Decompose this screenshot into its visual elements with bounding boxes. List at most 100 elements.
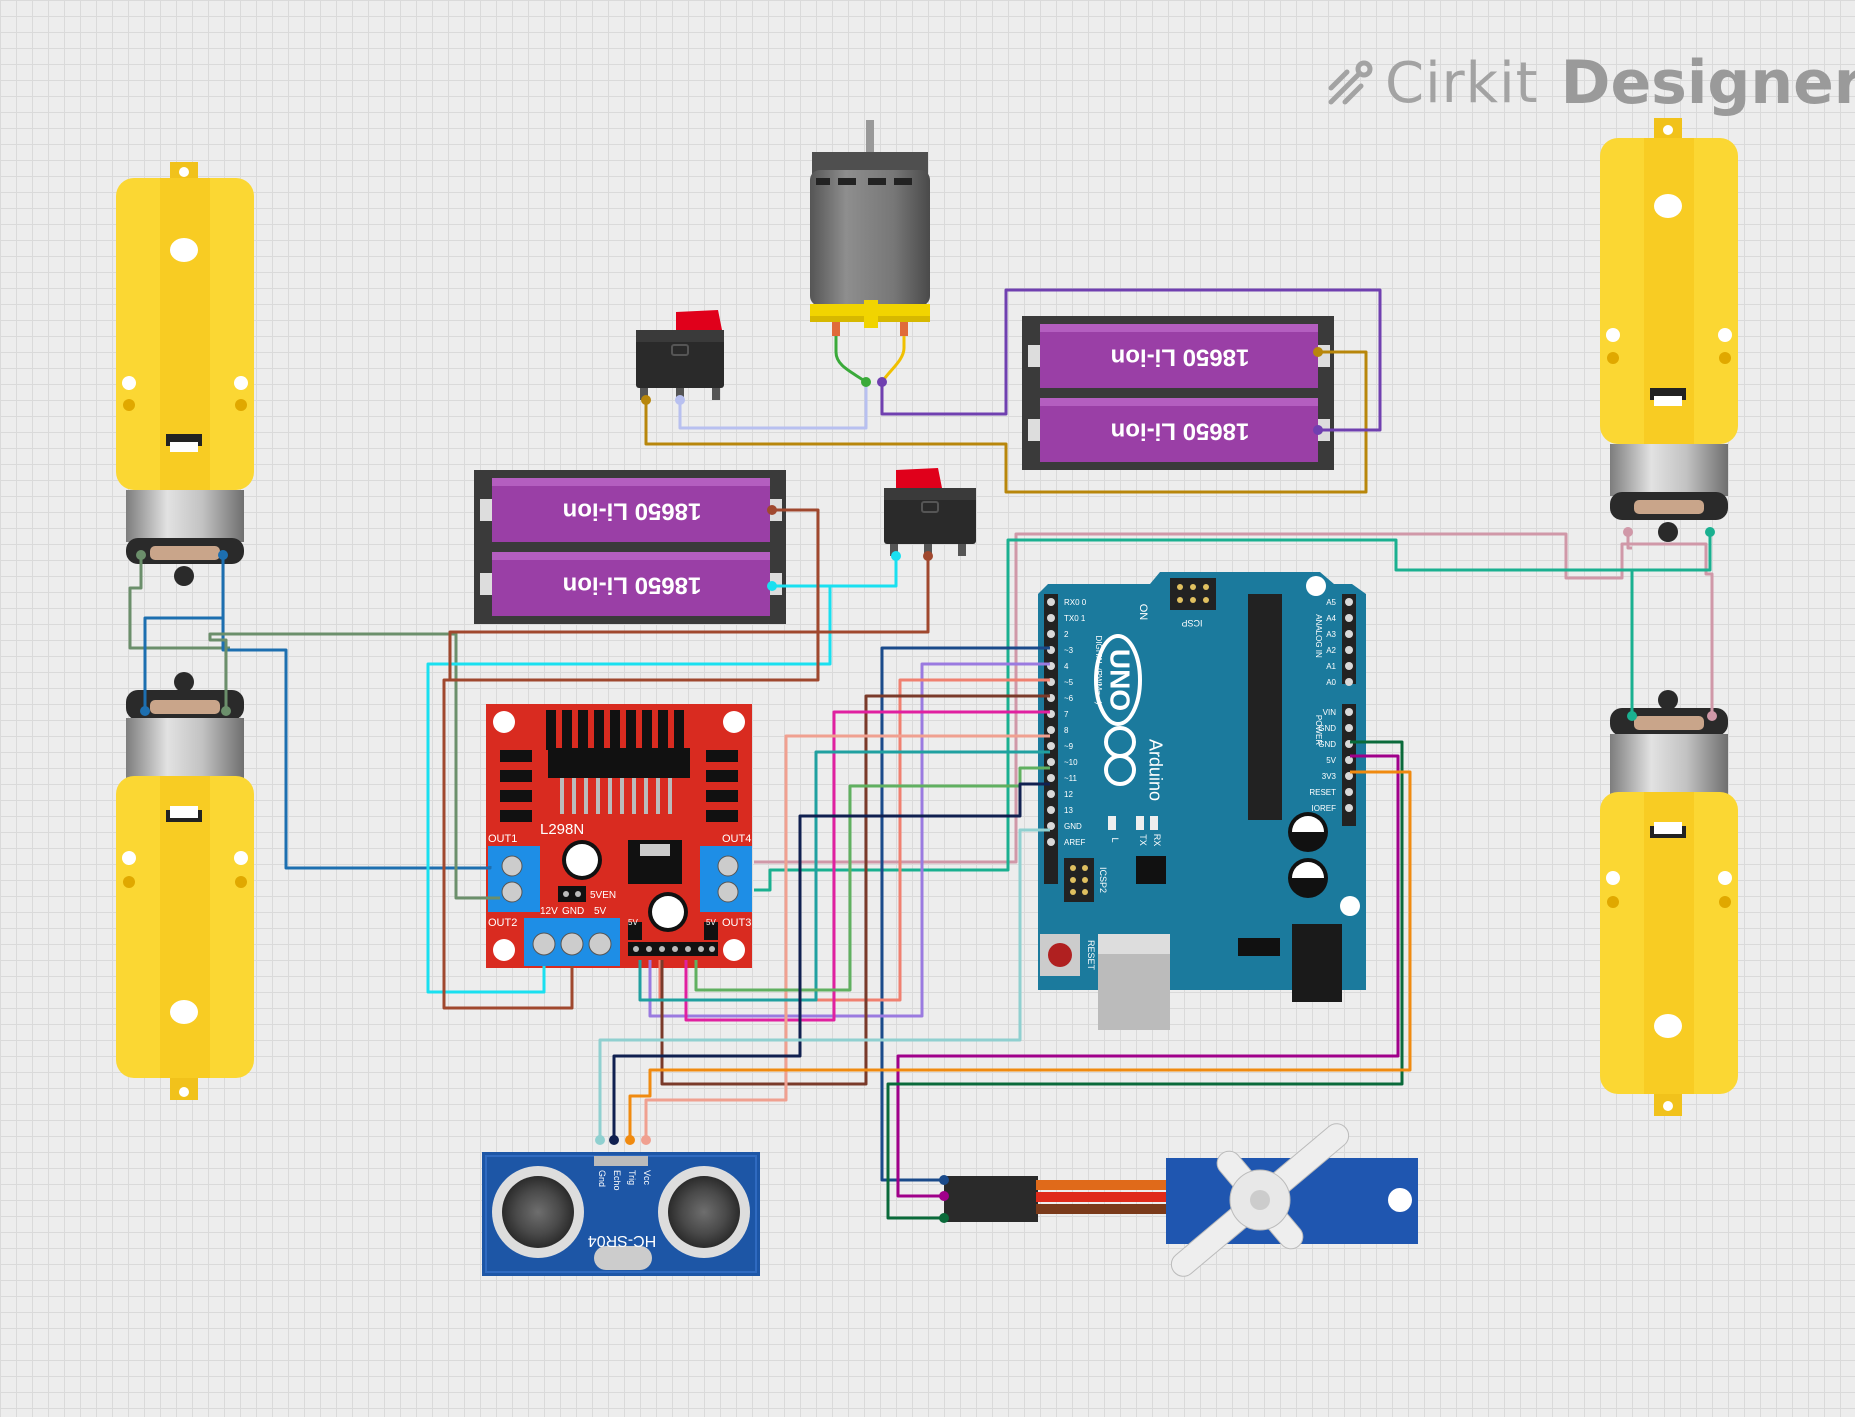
arduino-reset-label: RESET — [1086, 940, 1096, 971]
wire-arduino-gnd-darkgreen — [886, 740, 1404, 1220]
driver-out4-label: OUT4 — [722, 833, 751, 845]
ultrasonic-pin-vcc: Vcc — [642, 1170, 652, 1186]
power-pin-1[interactable] — [1345, 724, 1353, 732]
digital-pin-label-11: ~11 — [1064, 774, 1078, 783]
servo-motor — [944, 1123, 1418, 1277]
analog-pin-4[interactable] — [1345, 662, 1353, 670]
driver-5ven-label: 5VEN — [590, 890, 616, 901]
arduino-led-tx-label: TX — [1138, 834, 1148, 846]
wire-battery-left-brown — [442, 508, 820, 1010]
wire-arduino-5v-orange — [628, 770, 1412, 1140]
digital-pin-label-2: 2 — [1064, 630, 1069, 639]
battery-left-cell2-label: 18650 Li-ion — [563, 572, 702, 599]
wire-arduino-5v-magenta — [896, 754, 1400, 1198]
ultrasonic-pin-gnd: Gnd — [597, 1170, 607, 1187]
arduino-digital-label: DIGITAL (PWM= ~) — [1094, 636, 1103, 705]
gear-motor-right-top — [1600, 118, 1738, 542]
wire-motor-lt-blue — [221, 555, 492, 870]
digital-pin-0[interactable] — [1047, 598, 1055, 606]
power-pin-label-1: GND — [1318, 724, 1336, 733]
digital-pin-2[interactable] — [1047, 630, 1055, 638]
digital-pin-label-8: 8 — [1064, 726, 1069, 735]
wire-motor-rt-pink — [1626, 532, 1632, 550]
arduino-icsp2-label: ICSP2 — [1098, 867, 1108, 893]
analog-pin-1[interactable] — [1345, 614, 1353, 622]
analog-pin-label-3: A2 — [1326, 646, 1336, 655]
wire-motor-lt-green — [128, 555, 230, 650]
power-pin-label-5: RESET — [1309, 788, 1336, 797]
wire-switch1-lavender — [678, 382, 868, 430]
power-pin-6[interactable] — [1345, 804, 1353, 812]
l298n-motor-driver: L298N OUT1 OUT4 OUT2 — [486, 704, 752, 968]
arduino-brand-label: Arduino — [1145, 739, 1165, 801]
driver-name-label: L298N — [540, 821, 584, 838]
wire-arduino-d6-brown — [660, 694, 1050, 1086]
arduino-led-rx-label: RX — [1152, 834, 1162, 847]
ultrasonic-name-label: HC-SR04 — [588, 1232, 657, 1249]
digital-pin-label-7: 7 — [1064, 710, 1069, 719]
driver-5v-left-label: 5V — [628, 918, 638, 927]
digital-pin-14[interactable] — [1047, 822, 1055, 830]
driver-out1-label: OUT1 — [488, 833, 517, 845]
wire-arduino-d3-navy — [880, 646, 1050, 1182]
arduino-on-label: ON — [1137, 604, 1149, 621]
wire-arduino-d8-salmon — [644, 734, 1050, 1140]
wire-arduino-d5-salmon — [658, 678, 1050, 1002]
analog-pin-3[interactable] — [1345, 646, 1353, 654]
dc-motor — [810, 120, 930, 336]
analog-pin-label-0: A5 — [1326, 598, 1336, 607]
ultrasonic-pin-trig: Trig — [627, 1170, 637, 1185]
digital-pin-11[interactable] — [1047, 774, 1055, 782]
ultrasonic-pin-echo: Echo — [612, 1170, 622, 1191]
driver-out2-label: OUT2 — [488, 917, 517, 929]
driver-5v-label: 5V — [594, 906, 607, 917]
arduino-model-label: UNO — [1105, 649, 1136, 711]
wire-dc-green — [834, 336, 867, 384]
digital-pin-label-4: 4 — [1064, 662, 1069, 671]
power-pin-label-2: GND — [1318, 740, 1336, 749]
battery-top-cell1-label: 18650 Li-ion — [1111, 344, 1250, 371]
digital-pin-9[interactable] — [1047, 742, 1055, 750]
analog-pin-label-4: A1 — [1326, 662, 1336, 671]
wire-driver-out4-teal — [754, 532, 1712, 892]
digital-pin-13[interactable] — [1047, 806, 1055, 814]
digital-pin-12[interactable] — [1047, 790, 1055, 798]
digital-pin-15[interactable] — [1047, 838, 1055, 846]
digital-pin-label-10: ~10 — [1064, 758, 1078, 767]
power-pin-label-3: 5V — [1326, 756, 1336, 765]
power-pin-label-0: VIN — [1323, 708, 1337, 717]
wire-switch1-gold — [644, 350, 1368, 494]
rocker-switch-1[interactable] — [636, 310, 724, 400]
power-pin-0[interactable] — [1345, 708, 1353, 716]
wire-arduino-d9-teal — [638, 750, 1050, 1002]
wire-dc-purple — [880, 288, 1382, 432]
power-pin-5[interactable] — [1345, 788, 1353, 796]
wire-arduino-d11-navy — [612, 782, 1050, 1140]
hc-sr04-ultrasonic-sensor: HC-SR04 Gnd Echo Trig Vcc — [482, 1152, 760, 1276]
analog-pin-5[interactable] — [1345, 678, 1353, 686]
cirkit-logo-icon — [1328, 60, 1373, 105]
analog-pin-2[interactable] — [1345, 630, 1353, 638]
digital-pin-label-5: ~5 — [1064, 678, 1074, 687]
rocker-switch-2[interactable] — [884, 468, 976, 556]
digital-pin-8[interactable] — [1047, 726, 1055, 734]
analog-pin-0[interactable] — [1345, 598, 1353, 606]
digital-pin-10[interactable] — [1047, 758, 1055, 766]
wire-arduino-d10-green — [694, 766, 1050, 992]
battery-holder-left: 18650 Li-ion 18650 Li-ion — [474, 470, 786, 624]
driver-5v-right-label: 5V — [706, 918, 716, 927]
power-pin-label-4: 3V3 — [1322, 772, 1337, 781]
digital-pin-1[interactable] — [1047, 614, 1055, 622]
digital-pin-label-13: 13 — [1064, 806, 1073, 815]
driver-12v-label: 12V — [540, 906, 558, 917]
power-pin-4[interactable] — [1345, 772, 1353, 780]
analog-pin-label-5: A0 — [1326, 678, 1336, 687]
power-pin-3[interactable] — [1345, 756, 1353, 764]
arduino-analog-label: ANALOG IN — [1314, 614, 1323, 658]
arduino-power-label: POWER — [1314, 715, 1323, 745]
brand-name-part1: Cirkit — [1385, 50, 1539, 116]
arduino-uno: UNO Arduino ON ICSP ICSP2 RESET DIGITAL … — [1038, 572, 1366, 1030]
wire-arduino-d4-purple — [648, 662, 1050, 1018]
